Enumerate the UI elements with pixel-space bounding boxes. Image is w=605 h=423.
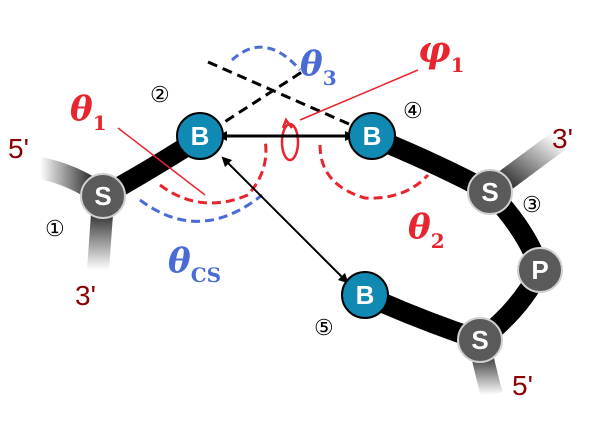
svg-text:B: B	[363, 121, 382, 151]
svg-text:B: B	[356, 280, 375, 310]
theta3-label: θ3	[300, 44, 337, 90]
site-number-5: ⑤	[314, 316, 334, 341]
base-bead-5: B	[341, 271, 389, 319]
theta-cs-label: θCS	[168, 241, 221, 287]
dashed-crossing-lines	[207, 60, 359, 132]
phi1-label: φ1	[418, 29, 465, 77]
end-label-right-top: 3'	[552, 123, 573, 154]
end-label-right-bottom: 5'	[512, 370, 533, 401]
end-label-left-bottom: 3'	[75, 280, 96, 311]
base-bead-2: B	[176, 112, 224, 160]
phi1-rotation	[280, 117, 300, 162]
end-label-left-top: 5'	[8, 133, 29, 164]
theta1-pointer	[117, 127, 206, 196]
sugar-bead-3: S	[467, 169, 513, 215]
svg-text:P: P	[531, 255, 548, 285]
site-number-4: ④	[403, 99, 423, 124]
svg-text:S: S	[471, 325, 488, 355]
sugar-bead-5: S	[457, 317, 503, 363]
svg-text:S: S	[481, 177, 498, 207]
phosphate-bead: P	[517, 247, 563, 293]
svg-text:S: S	[94, 181, 111, 211]
theta2-label: θ2	[408, 207, 445, 253]
site-number-3: ③	[522, 193, 542, 218]
sugar-bead-1: S	[80, 173, 126, 219]
svg-text:B: B	[191, 121, 210, 151]
theta3-arc	[230, 45, 302, 71]
site-number-1: ①	[45, 217, 65, 242]
cross-stack-arrow	[221, 156, 349, 284]
site-number-2: ②	[150, 83, 170, 108]
phi1-pointer	[299, 69, 419, 121]
base-bead-4: B	[348, 112, 396, 160]
theta-cs-arc	[139, 193, 263, 223]
theta1-label: θ1	[70, 89, 107, 135]
